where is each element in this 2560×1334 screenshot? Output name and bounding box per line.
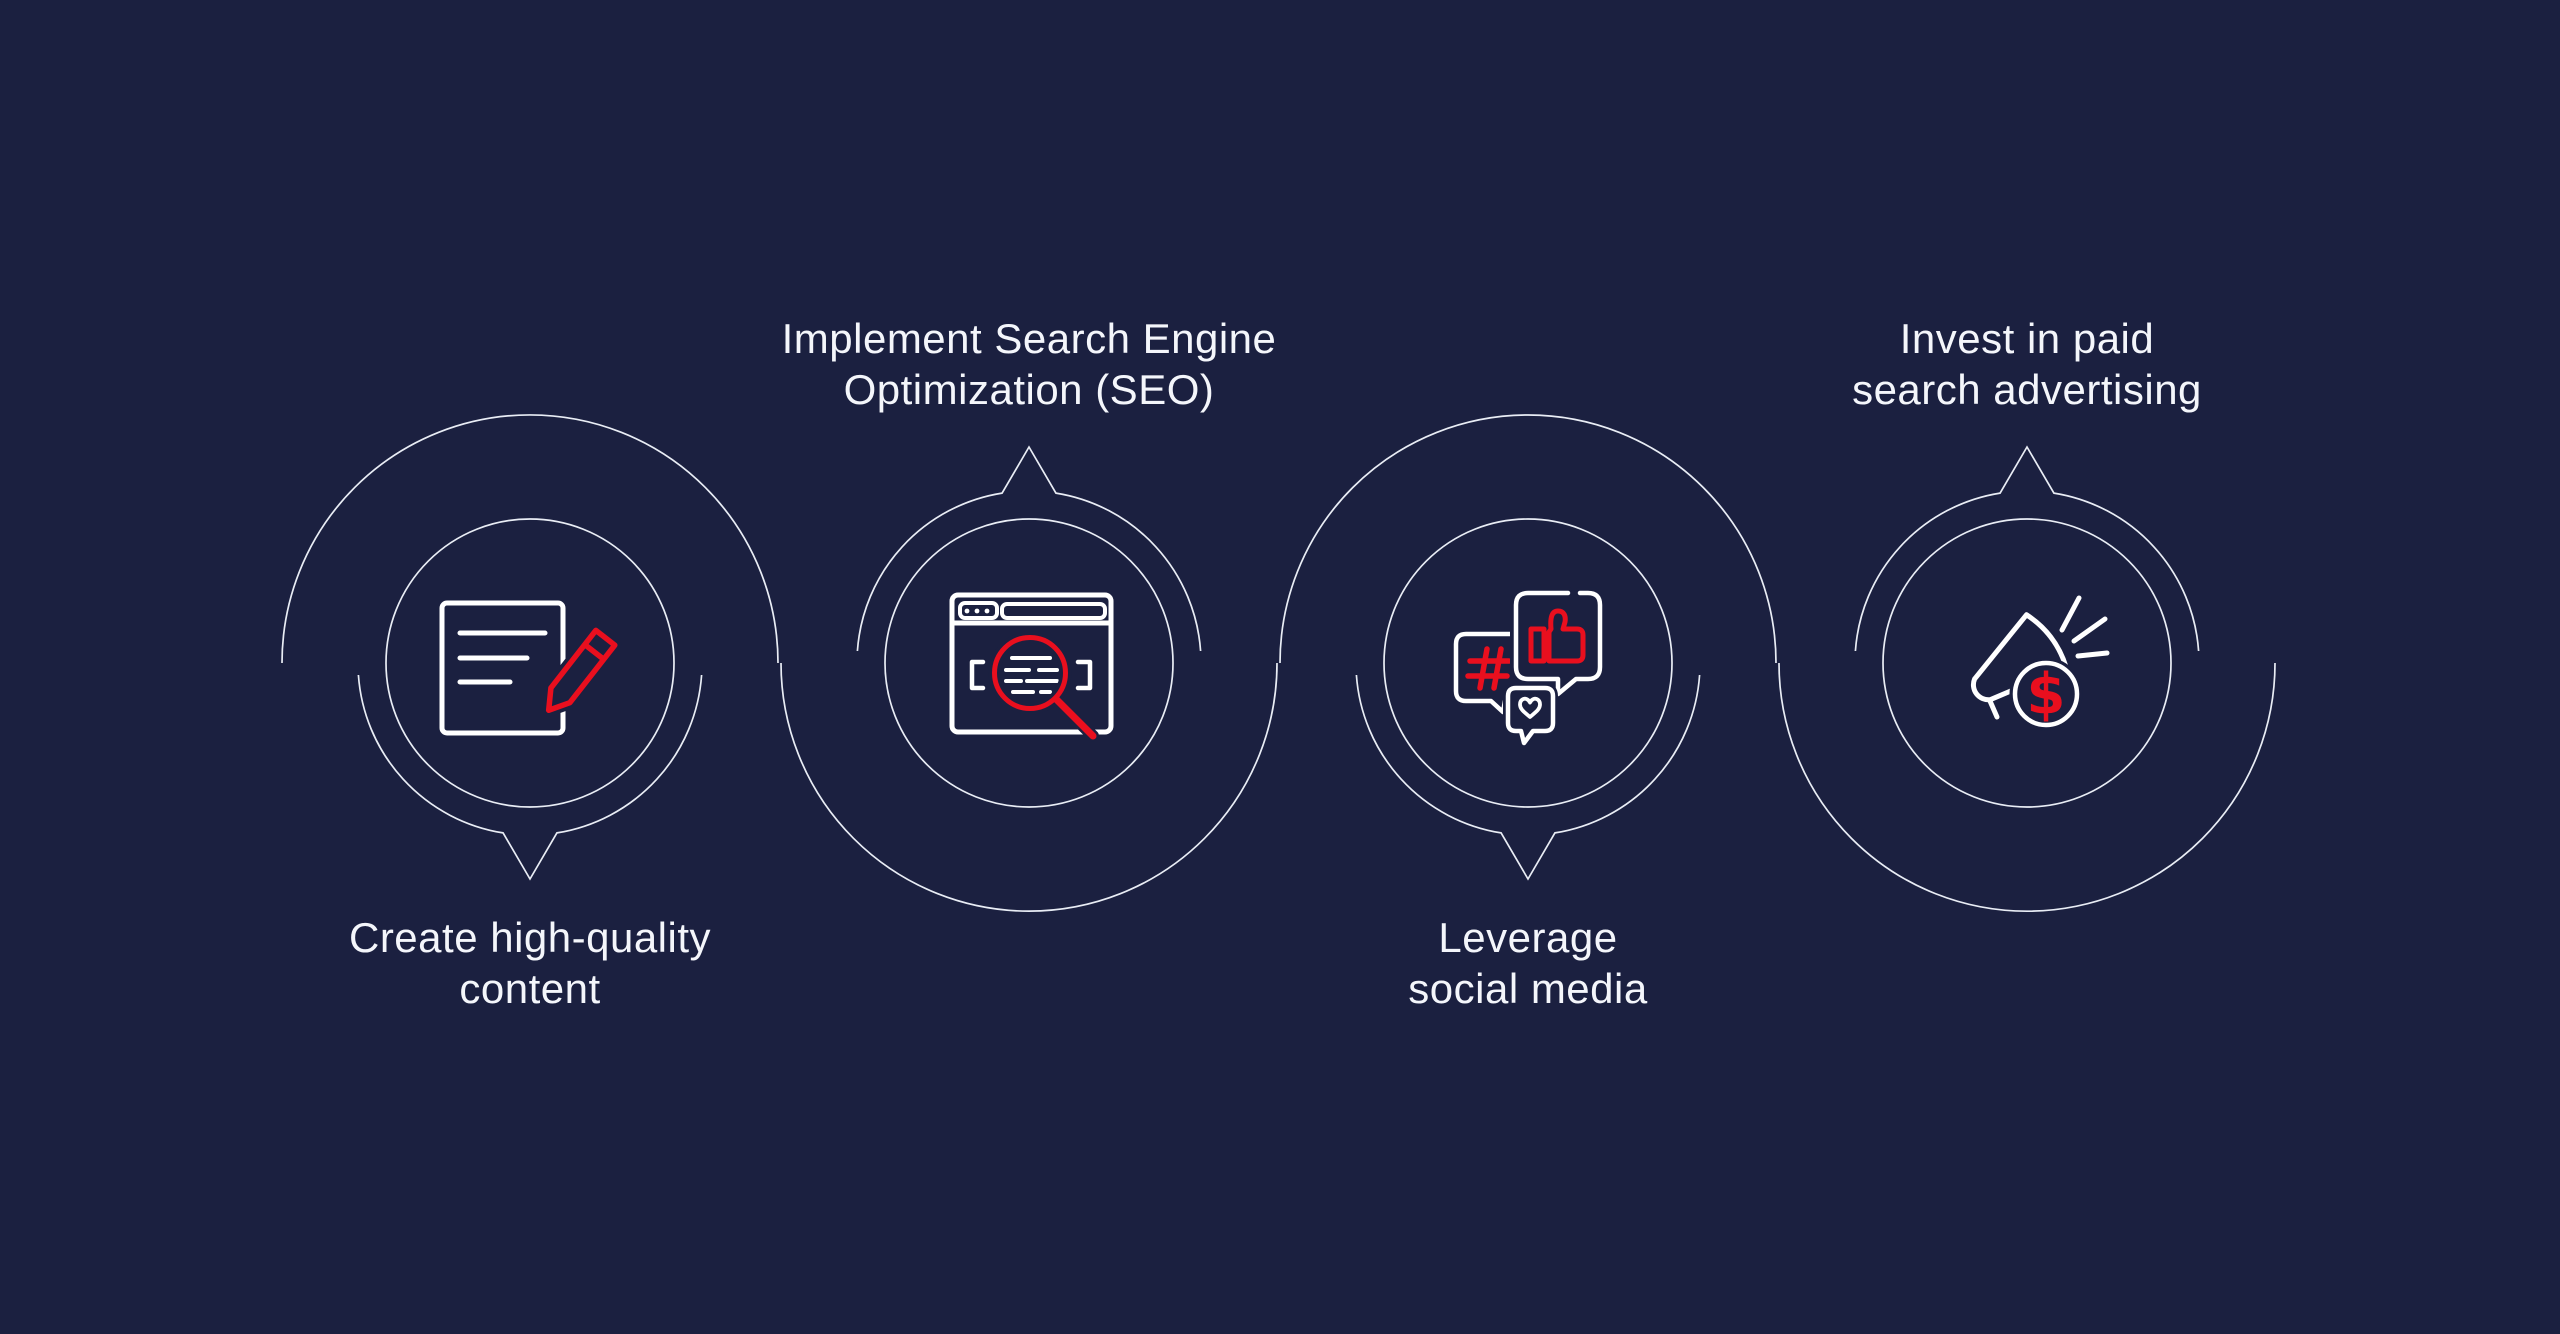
thumbs-up-glyph bbox=[1528, 608, 1586, 664]
magnifier-handle bbox=[1052, 695, 1097, 740]
social-media-bubbles-icon bbox=[1453, 587, 1606, 748]
step-1-pin-circle bbox=[357, 674, 703, 881]
step-3-label-line1: Leverage bbox=[1438, 914, 1618, 961]
document-text-lines bbox=[457, 630, 548, 685]
step-1-label-line2: content bbox=[459, 965, 601, 1012]
step-3-inner-circle bbox=[1383, 518, 1673, 808]
code-text-dashes bbox=[1004, 656, 1059, 694]
step-2-pin-circle bbox=[856, 445, 1202, 652]
code-bracket-right bbox=[1075, 659, 1093, 691]
magnifier-ring bbox=[992, 635, 1068, 711]
step-3-label-line2: social media bbox=[1408, 965, 1648, 1012]
step-4-pin-circle bbox=[1854, 445, 2200, 652]
step-2-inner-circle bbox=[884, 518, 1174, 808]
step-3-pin-circle bbox=[1355, 674, 1701, 881]
step-4-label-line2: search advertising bbox=[1852, 366, 2202, 413]
step-2-rings bbox=[780, 445, 1278, 912]
step-1-outer-arc bbox=[281, 414, 779, 664]
coin-circle bbox=[2012, 660, 2080, 728]
dollar-sign: $ bbox=[2027, 662, 2066, 727]
pencil bbox=[542, 623, 622, 717]
sound-rays bbox=[2059, 595, 2110, 659]
megaphone-dollar-icon: $ bbox=[1970, 595, 2110, 731]
step-2-label-line1: Implement Search Engine bbox=[781, 315, 1277, 362]
browser-address-bar bbox=[1000, 602, 1107, 620]
code-bracket-left bbox=[969, 659, 986, 691]
step-2-outer-arc bbox=[780, 662, 1278, 912]
pencil-outline bbox=[545, 627, 618, 713]
step-1-inner-circle bbox=[385, 518, 675, 808]
step-4-rings bbox=[1778, 445, 2276, 912]
step-2-label: Implement Search Engine Optimization (SE… bbox=[769, 313, 1289, 415]
step-4-outer-arc bbox=[1778, 662, 2276, 912]
step-3-rings bbox=[1279, 414, 1777, 881]
megaphone-handle-leg bbox=[1987, 698, 2000, 720]
document-pencil-icon bbox=[439, 600, 622, 736]
step-4-inner-circle bbox=[1882, 518, 2172, 808]
step-4-label-line1: Invest in paid bbox=[1899, 315, 2155, 362]
thumbs-up-bubble bbox=[1513, 590, 1603, 697]
heart-glyph bbox=[1518, 696, 1542, 719]
hashtag-glyph bbox=[1465, 646, 1512, 691]
step-2-label-line2: Optimization (SEO) bbox=[843, 366, 1215, 413]
heart-bubble bbox=[1505, 685, 1556, 746]
step-3-outer-arc bbox=[1279, 414, 1777, 664]
browser-dots-box bbox=[958, 601, 999, 620]
browser-dots bbox=[964, 608, 990, 614]
step-4-label: Invest in paid search advertising bbox=[1767, 313, 2287, 415]
step-3-label: Leverage social media bbox=[1268, 912, 1788, 1014]
step-1-rings bbox=[281, 414, 779, 881]
step-1-label-line1: Create high-quality bbox=[348, 914, 712, 961]
browser-seo-search-icon bbox=[949, 592, 1114, 742]
browser-window bbox=[949, 592, 1114, 735]
step-1-label: Create high-quality content bbox=[270, 912, 790, 1014]
